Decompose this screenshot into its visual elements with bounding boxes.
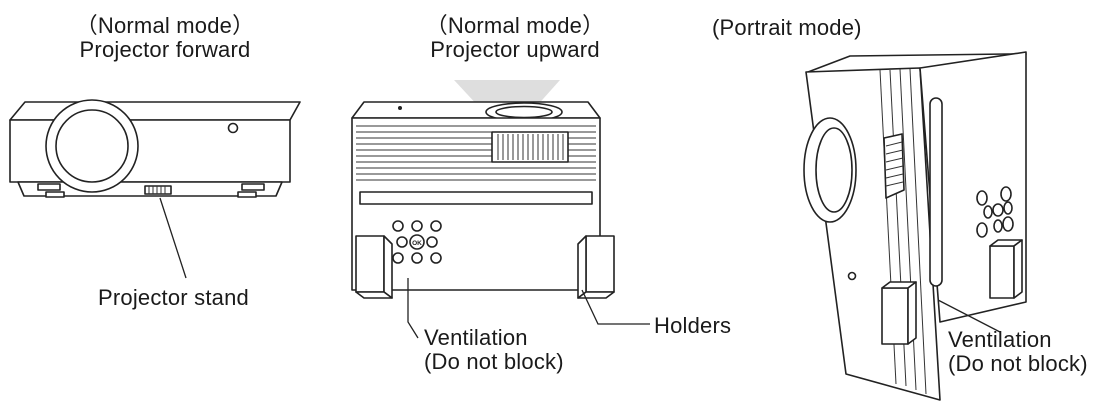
forward-stand-knob bbox=[144, 185, 172, 195]
upward-holder-right-front bbox=[585, 235, 615, 293]
forward-indicator-light bbox=[227, 122, 239, 134]
upward-ventilation-note: (Do not block) bbox=[424, 349, 564, 374]
forward-title: Projector forward bbox=[79, 37, 251, 62]
portrait-ventilation-label: Ventilation bbox=[948, 327, 1052, 352]
upward-holder-left-front bbox=[355, 235, 385, 293]
forward-mode-label: （Normal mode） bbox=[75, 13, 255, 38]
forward-foot-left bbox=[37, 183, 61, 191]
upward-ventilation-leader bbox=[407, 278, 419, 339]
forward-lens-inner bbox=[55, 109, 129, 183]
projector-forward-illustration bbox=[9, 99, 301, 279]
portrait-mode-label: (Portrait mode) bbox=[712, 15, 862, 40]
upward-ventilation-label: Ventilation bbox=[424, 325, 528, 350]
portrait-holder-right bbox=[989, 245, 1015, 299]
portrait-focus-wheel bbox=[883, 133, 905, 199]
upward-lens-inner bbox=[495, 105, 553, 119]
forward-foot-right bbox=[241, 183, 265, 191]
portrait-control-keys bbox=[976, 186, 1014, 238]
projector-stand-label: Projector stand bbox=[98, 285, 249, 310]
holders-label: Holders bbox=[654, 313, 732, 338]
upward-slot bbox=[359, 191, 593, 205]
upward-light-beam bbox=[454, 80, 560, 108]
upward-control-keys: OK bbox=[392, 220, 442, 264]
portrait-ventilation-note: (Do not block) bbox=[948, 351, 1088, 376]
portrait-holder-left bbox=[881, 287, 909, 345]
ok-key-label: OK bbox=[412, 240, 422, 247]
upward-focus-wheel bbox=[491, 131, 569, 163]
upward-title: Projector upward bbox=[430, 37, 600, 62]
upward-holders-leader bbox=[581, 289, 650, 325]
forward-top-face bbox=[9, 101, 301, 121]
upward-mode-label: （Normal mode） bbox=[425, 13, 605, 38]
projector-portrait-illustration bbox=[803, 51, 1027, 401]
portrait-lens-inner bbox=[815, 127, 853, 213]
stand-leader-line bbox=[159, 197, 187, 279]
portrait-slot bbox=[929, 97, 943, 287]
projector-upward-illustration: OK bbox=[351, 80, 650, 339]
upward-top-face bbox=[351, 101, 601, 119]
portrait-indicator-light bbox=[847, 271, 857, 281]
portrait-ventilation-leader bbox=[937, 299, 1001, 333]
